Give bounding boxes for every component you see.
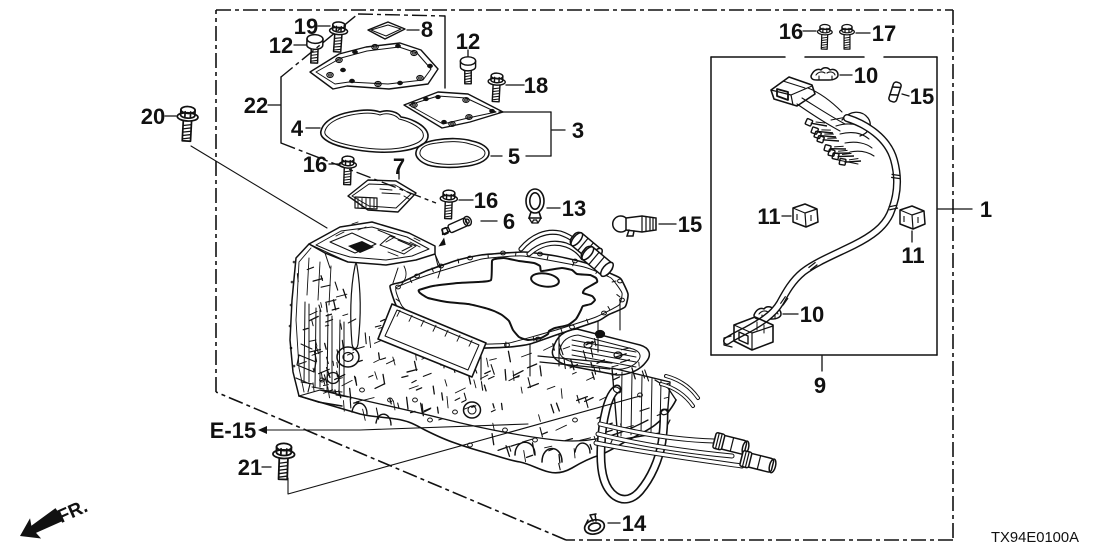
svg-text:19: 19 bbox=[294, 14, 318, 39]
svg-text:7: 7 bbox=[393, 154, 405, 179]
svg-text:TX94E0100A: TX94E0100A bbox=[991, 530, 1079, 546]
svg-text:13: 13 bbox=[562, 196, 586, 221]
svg-text:15: 15 bbox=[678, 212, 702, 237]
svg-text:8: 8 bbox=[421, 17, 433, 42]
svg-text:10: 10 bbox=[854, 63, 878, 88]
svg-text:11: 11 bbox=[757, 204, 780, 229]
svg-text:1: 1 bbox=[980, 197, 992, 222]
svg-text:12: 12 bbox=[456, 29, 480, 54]
svg-text:6: 6 bbox=[503, 209, 515, 234]
svg-text:3: 3 bbox=[572, 118, 584, 143]
svg-text:18: 18 bbox=[524, 73, 548, 98]
svg-text:20: 20 bbox=[141, 104, 165, 129]
svg-text:16: 16 bbox=[779, 19, 803, 44]
svg-text:9: 9 bbox=[814, 373, 826, 398]
svg-text:16: 16 bbox=[303, 152, 327, 177]
svg-text:11: 11 bbox=[901, 243, 924, 268]
svg-text:16: 16 bbox=[474, 188, 498, 213]
svg-text:10: 10 bbox=[800, 302, 824, 327]
svg-text:4: 4 bbox=[291, 116, 304, 141]
svg-text:21: 21 bbox=[238, 455, 262, 480]
svg-text:15: 15 bbox=[910, 84, 934, 109]
svg-text:14: 14 bbox=[622, 511, 647, 536]
svg-text:22: 22 bbox=[244, 93, 268, 118]
svg-text:5: 5 bbox=[508, 144, 520, 169]
svg-text:17: 17 bbox=[872, 21, 896, 46]
svg-text:12: 12 bbox=[269, 33, 293, 58]
svg-text:E-15: E-15 bbox=[210, 418, 256, 443]
